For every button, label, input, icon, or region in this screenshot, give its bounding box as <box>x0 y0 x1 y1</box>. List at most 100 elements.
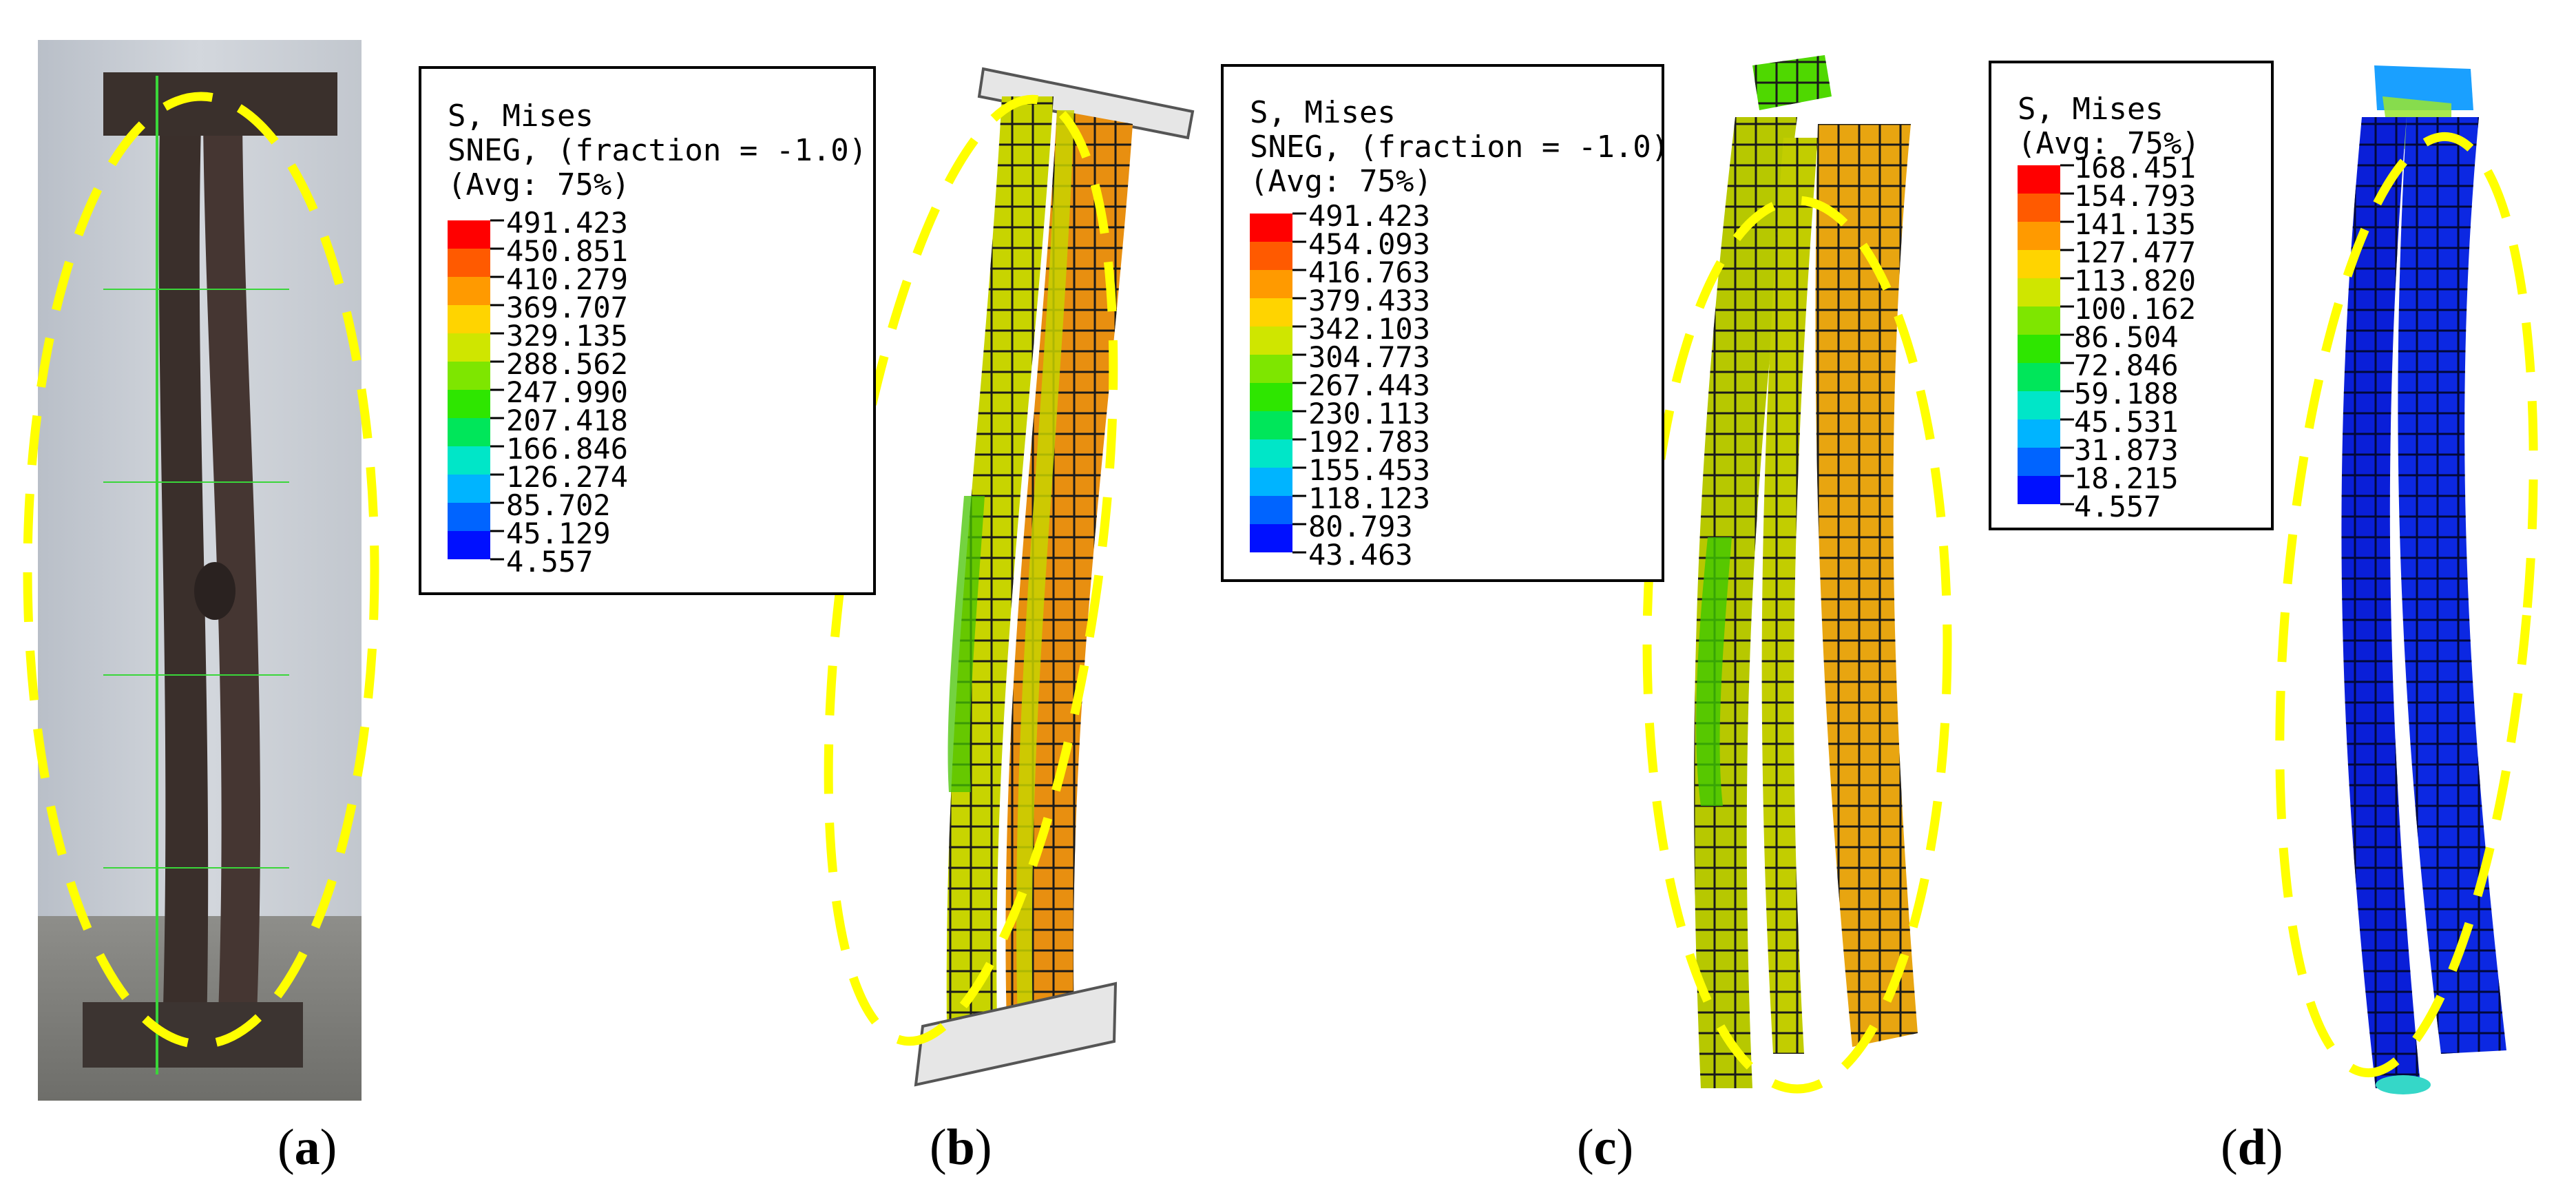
legend-d-value: 18.215 <box>2074 461 2179 495</box>
legend-b-value: 45.129 <box>506 517 611 550</box>
legend-c: S, Mises SNEG, (fraction = -1.0) (Avg: 7… <box>1221 64 1669 582</box>
legend-b-value: 126.274 <box>506 460 628 494</box>
legend-b-value: 207.418 <box>506 404 628 437</box>
legend-swatch <box>2018 476 2060 504</box>
legend-swatch <box>2018 165 2060 194</box>
legend-swatch <box>1250 383 1292 411</box>
legend-d-value: 127.477 <box>2074 236 2196 269</box>
panel-c-model <box>1642 55 1952 1094</box>
legend-c-value: 304.773 <box>1308 340 1430 374</box>
legend-swatch <box>2018 250 2060 278</box>
caption-c: (c) <box>1577 1119 1633 1176</box>
legend-c-ticks <box>1292 212 1306 554</box>
legend-b-title-1: S, Mises <box>448 98 594 134</box>
legend-swatch <box>2018 194 2060 222</box>
legend-b-value: 4.557 <box>506 545 593 579</box>
legend-d-value: 141.135 <box>2074 207 2196 241</box>
legend-c-title-3: (Avg: 75%) <box>1250 164 1432 199</box>
legend-swatch <box>1250 411 1292 439</box>
legend-swatch <box>1250 524 1292 552</box>
legend-b: S, Mises SNEG, (fraction = -1.0) (Avg: 7… <box>419 66 876 595</box>
panel-a-photo <box>23 40 379 1101</box>
svg-text:(c): (c) <box>1577 1119 1633 1176</box>
legend-swatch <box>1250 496 1292 524</box>
legend-d: S, Mises (Avg: 75%) 168.451 154.793 141.… <box>1989 61 2274 530</box>
legend-b-title-3: (Avg: 75%) <box>448 167 630 202</box>
legend-c-value: 267.443 <box>1308 368 1430 402</box>
legend-c-value: 155.453 <box>1308 453 1430 487</box>
caption-d-letter: d <box>2238 1119 2266 1176</box>
legend-b-value: 450.851 <box>506 234 628 268</box>
caption-c-letter: c <box>1594 1119 1617 1176</box>
legend-swatch <box>2018 306 2060 335</box>
legend-swatch <box>1250 270 1292 298</box>
legend-swatch <box>448 390 490 418</box>
legend-swatch <box>1250 214 1292 242</box>
legend-d-value: 45.531 <box>2074 405 2179 439</box>
caption-a: (a) <box>278 1119 337 1176</box>
legend-swatch <box>2018 419 2060 448</box>
legend-swatch <box>2018 363 2060 391</box>
legend-swatch <box>2018 278 2060 306</box>
legend-b-value: 166.846 <box>506 432 628 466</box>
legend-c-colorbar <box>1250 214 1292 552</box>
legend-swatch <box>1250 298 1292 326</box>
legend-d-value: 154.793 <box>2074 179 2196 213</box>
legend-d-value: 31.873 <box>2074 433 2179 467</box>
legend-swatch <box>448 418 490 446</box>
legend-swatch <box>2018 222 2060 250</box>
svg-text:(a): (a) <box>278 1119 337 1176</box>
legend-c-title-1: S, Mises <box>1250 95 1396 130</box>
legend-swatch <box>1250 439 1292 468</box>
legend-swatch <box>448 503 490 531</box>
legend-c-value: 192.783 <box>1308 425 1430 459</box>
legend-swatch <box>1250 242 1292 270</box>
legend-c-value: 230.113 <box>1308 397 1430 430</box>
legend-swatch <box>2018 448 2060 476</box>
caption-b-letter: b <box>947 1119 975 1176</box>
legend-c-value: 454.093 <box>1308 227 1430 261</box>
legend-swatch <box>448 531 490 559</box>
legend-b-value: 329.135 <box>506 319 628 353</box>
legend-c-value: 491.423 <box>1308 199 1430 233</box>
legend-b-colorbar <box>448 220 490 559</box>
legend-swatch <box>448 249 490 277</box>
legend-swatch <box>448 277 490 305</box>
panel-d-model <box>2275 65 2538 1094</box>
caption-d: (d) <box>2221 1119 2283 1176</box>
legend-swatch <box>2018 335 2060 363</box>
legend-c-value: 379.433 <box>1308 284 1430 318</box>
panel-b-model <box>824 67 1195 1087</box>
svg-text:(d): (d) <box>2221 1119 2283 1176</box>
legend-c-value: 118.123 <box>1308 481 1430 515</box>
legend-swatch <box>1250 468 1292 496</box>
caption-b: (b) <box>930 1119 992 1176</box>
legend-swatch <box>448 305 490 333</box>
legend-b-value: 247.990 <box>506 375 628 409</box>
legend-d-title-2: (Avg: 75%) <box>2018 126 2200 161</box>
legend-d-value: 168.451 <box>2074 151 2196 185</box>
legend-d-title-1: S, Mises <box>2018 92 2164 127</box>
legend-b-value: 288.562 <box>506 347 628 381</box>
legend-b-title-2: SNEG, (fraction = -1.0) <box>448 133 867 168</box>
legend-d-value: 4.557 <box>2074 490 2161 523</box>
legend-swatch <box>2018 391 2060 419</box>
legend-swatch <box>448 333 490 362</box>
svg-text:(b): (b) <box>930 1119 992 1176</box>
legend-c-title-2: SNEG, (fraction = -1.0) <box>1250 129 1669 165</box>
legend-d-value: 86.504 <box>2074 320 2179 354</box>
legend-c-value: 43.463 <box>1308 538 1413 572</box>
legend-d-value: 113.820 <box>2074 264 2196 298</box>
legend-d-value: 100.162 <box>2074 292 2196 326</box>
legend-b-ticks <box>490 219 504 561</box>
legend-swatch <box>448 220 490 249</box>
legend-d-ticks <box>2060 164 2074 506</box>
legend-b-value: 491.423 <box>506 206 628 240</box>
legend-b-value: 410.279 <box>506 262 628 296</box>
legend-swatch <box>448 475 490 503</box>
caption-a-letter: a <box>295 1119 320 1176</box>
legend-swatch <box>1250 326 1292 355</box>
legend-b-value: 369.707 <box>506 291 628 324</box>
